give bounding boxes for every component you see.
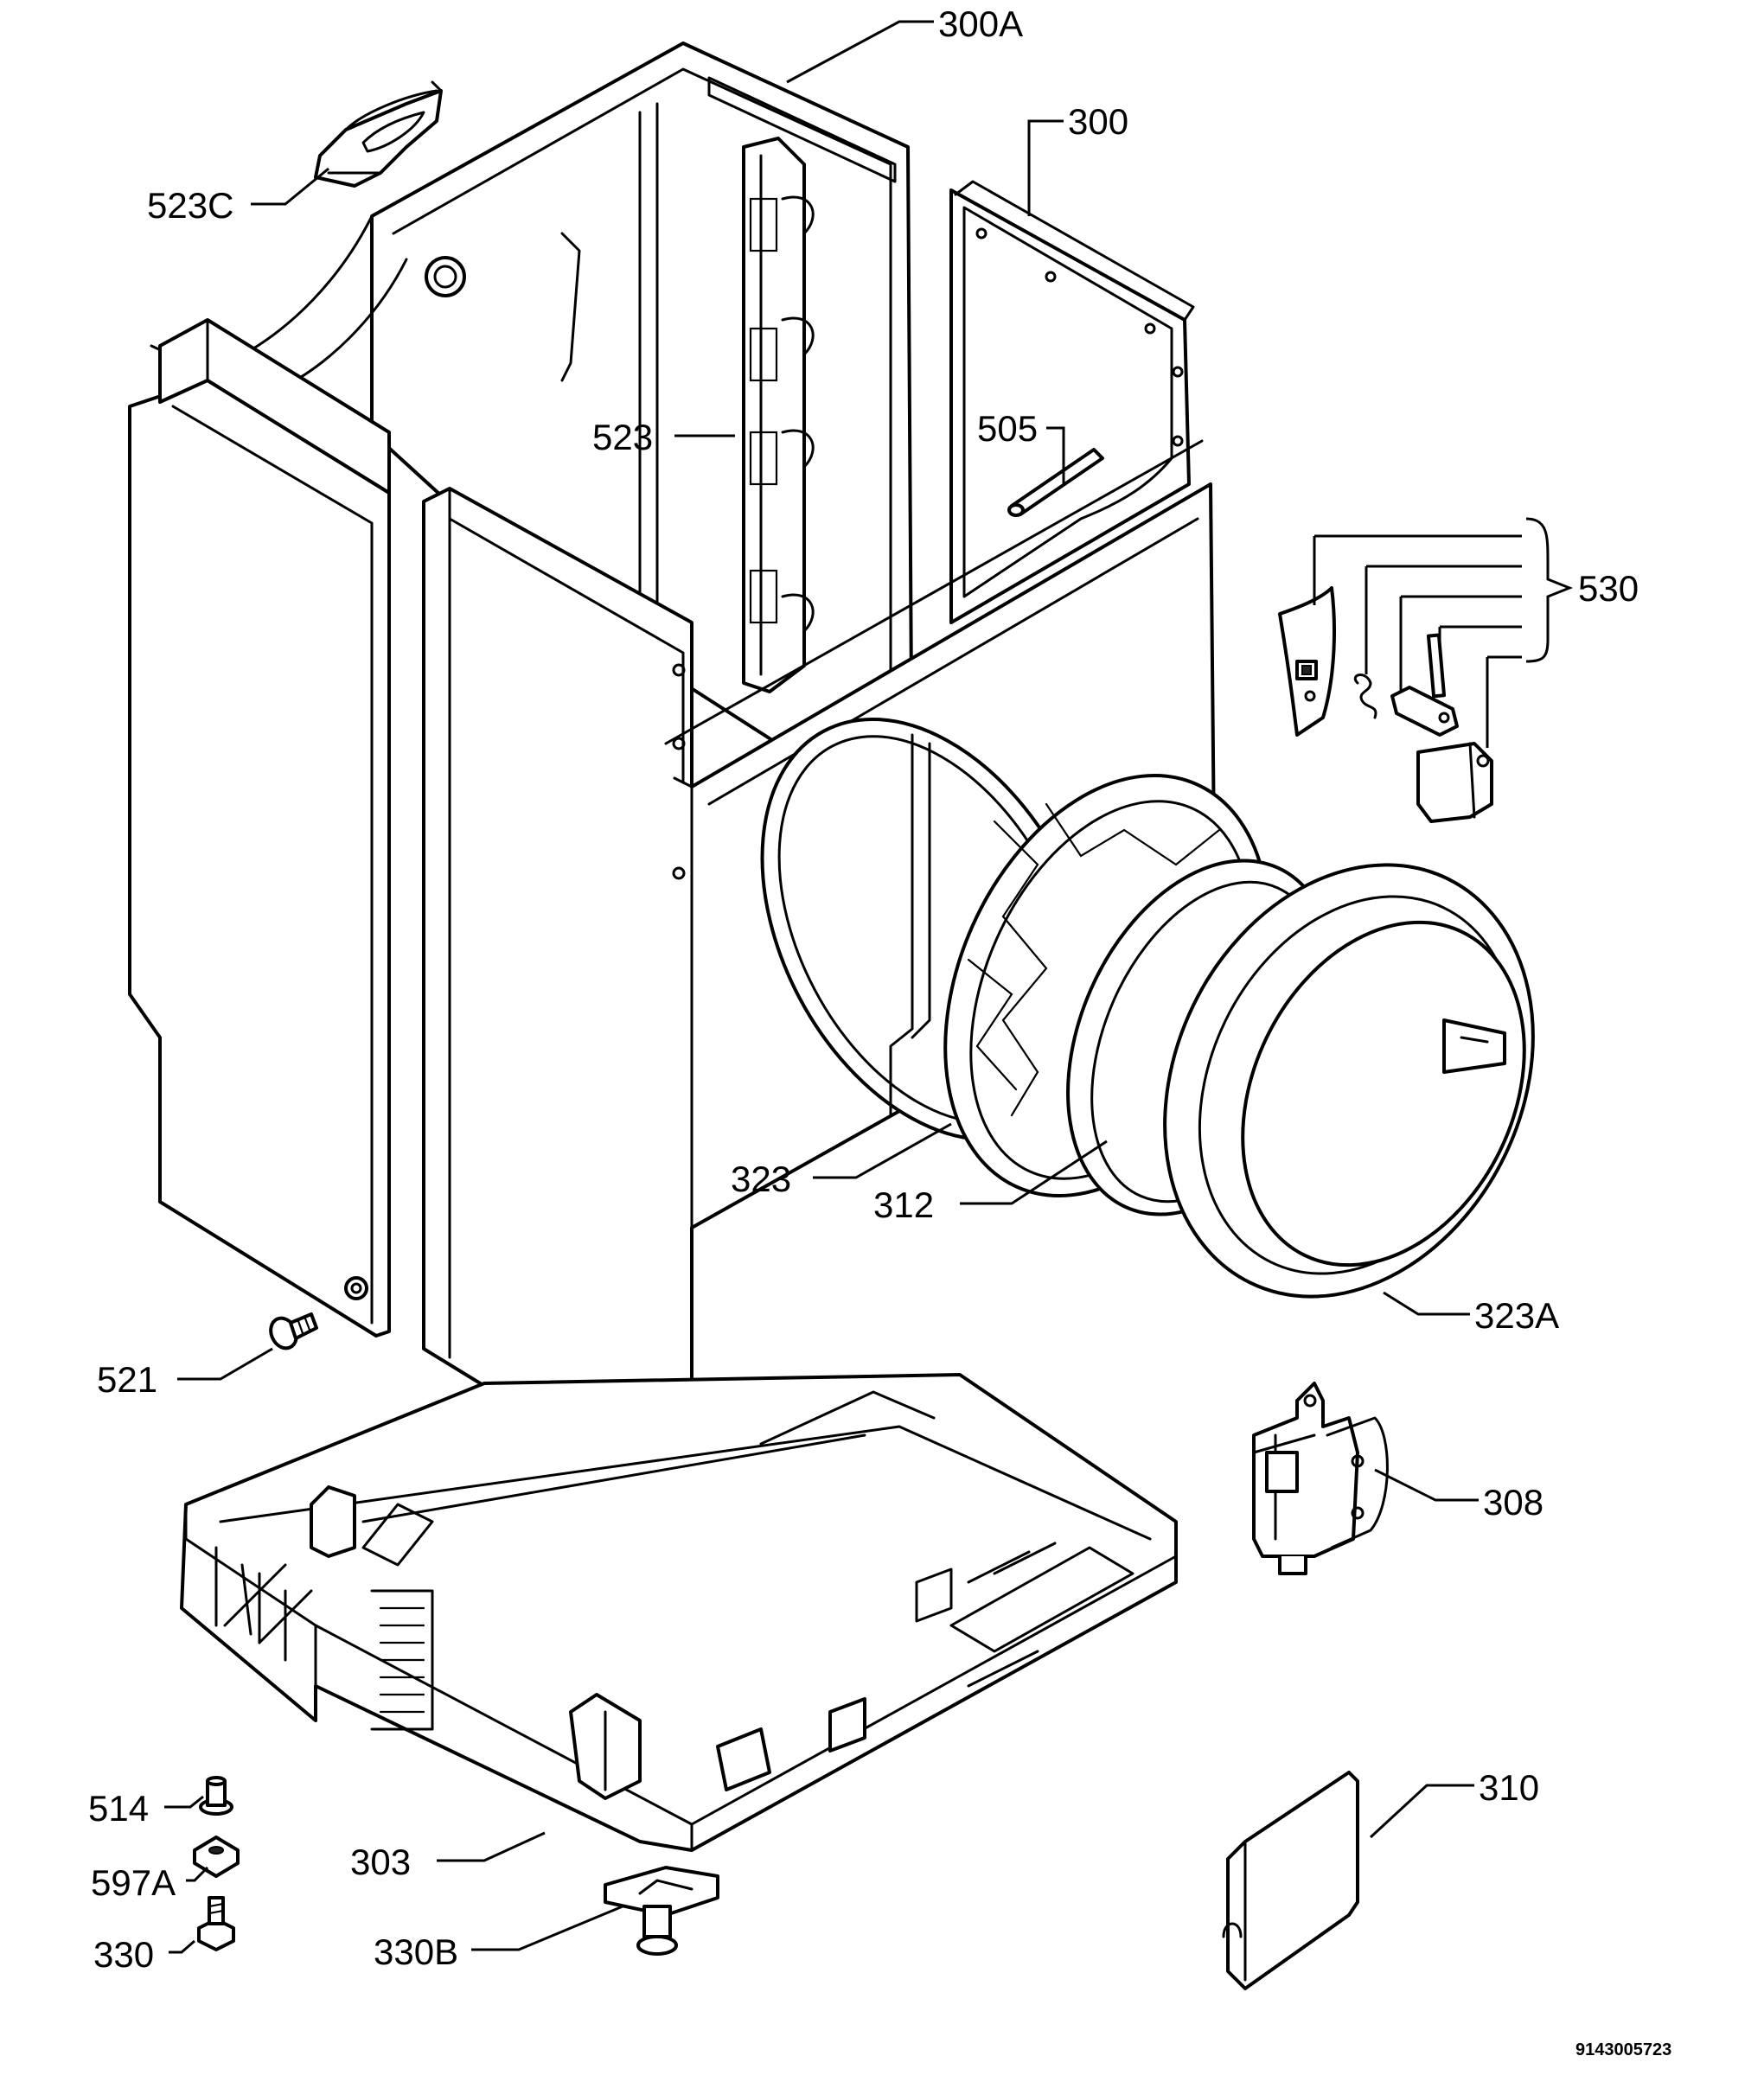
pin-505 — [1007, 448, 1104, 517]
label-312: 312 — [873, 1184, 934, 1225]
label-523: 523 — [592, 417, 653, 457]
foot-330B — [604, 1866, 719, 1956]
label-523C: 523C — [147, 185, 233, 226]
flap-310 — [1222, 1771, 1359, 1990]
screw-330 — [197, 1896, 235, 1951]
clip-523C — [314, 80, 443, 188]
label-530: 530 — [1578, 568, 1639, 609]
label-514: 514 — [88, 1788, 149, 1829]
label-330B: 330B — [374, 1931, 458, 1972]
label-308: 308 — [1483, 1482, 1544, 1523]
latch-308 — [1252, 1382, 1389, 1575]
base-frame-303 — [180, 1373, 1178, 1852]
label-323: 323 — [731, 1159, 791, 1199]
bolt-514 — [199, 1776, 233, 1816]
label-303: 303 — [350, 1842, 411, 1882]
left-side-panel — [128, 318, 391, 1338]
label-521: 521 — [97, 1359, 157, 1400]
door-323A — [1163, 863, 1535, 1299]
screw-521 — [269, 1312, 318, 1350]
label-300: 300 — [1068, 101, 1128, 142]
bracket-523 — [742, 137, 815, 693]
label-505: 505 — [977, 408, 1038, 449]
label-300A: 300A — [938, 3, 1023, 44]
drawing-number: 9143005723 — [1575, 2040, 1671, 2059]
label-597A: 597A — [91, 1862, 176, 1903]
hinge-kit-530 — [1278, 586, 1493, 823]
label-330: 330 — [93, 1934, 154, 1975]
nut-597A — [193, 1836, 240, 1878]
part-labels: 300A 300 523C 523 505 530 323 312 323A 5… — [88, 3, 1671, 2059]
leader-lines — [164, 20, 1574, 1954]
label-310: 310 — [1479, 1767, 1539, 1808]
label-323A: 323A — [1474, 1295, 1559, 1336]
